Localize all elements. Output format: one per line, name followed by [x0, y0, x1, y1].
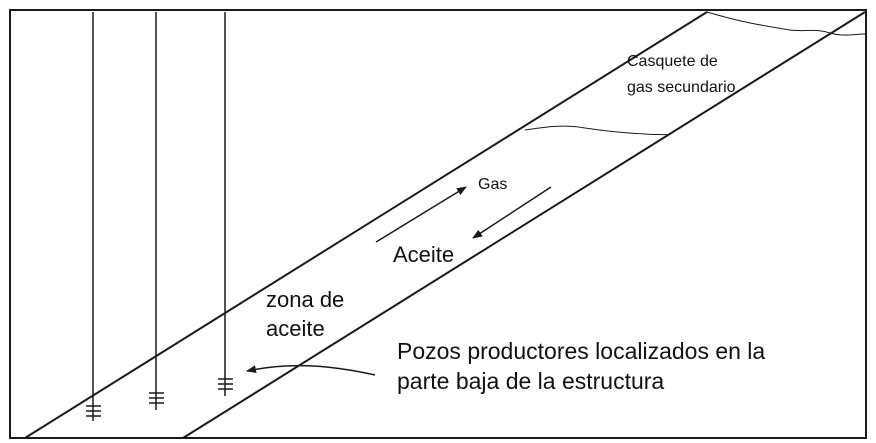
diagram-frame: [9, 9, 867, 439]
oil-label: Aceite: [393, 242, 454, 267]
gas-cap-top-contact: [706, 11, 866, 36]
layer-bottom-boundary: [182, 11, 866, 439]
oil-zone-label-line1: zona de: [266, 287, 344, 312]
well-1-perforations: [86, 405, 101, 417]
oil-flow-arrow: [472, 186, 552, 239]
gas-label: Gas: [478, 176, 507, 193]
gas-cap-label-line2: gas secundario: [627, 79, 736, 96]
layer-top-boundary: [24, 11, 708, 439]
wells-callout-arrow: [246, 364, 376, 376]
oil-zone-label-line2: aceite: [266, 316, 325, 341]
well-2-perforations: [149, 392, 164, 404]
gas-cap-label-line1: Casquete de: [627, 53, 718, 70]
gas-flow-arrow: [375, 186, 467, 243]
wells-label-line2: parte baja de la estructura: [397, 368, 664, 394]
wells-label-line1: Pozos productores localizados en la: [397, 338, 765, 364]
gas-oil-contact: [524, 125, 670, 136]
well-3-perforations: [218, 378, 233, 390]
